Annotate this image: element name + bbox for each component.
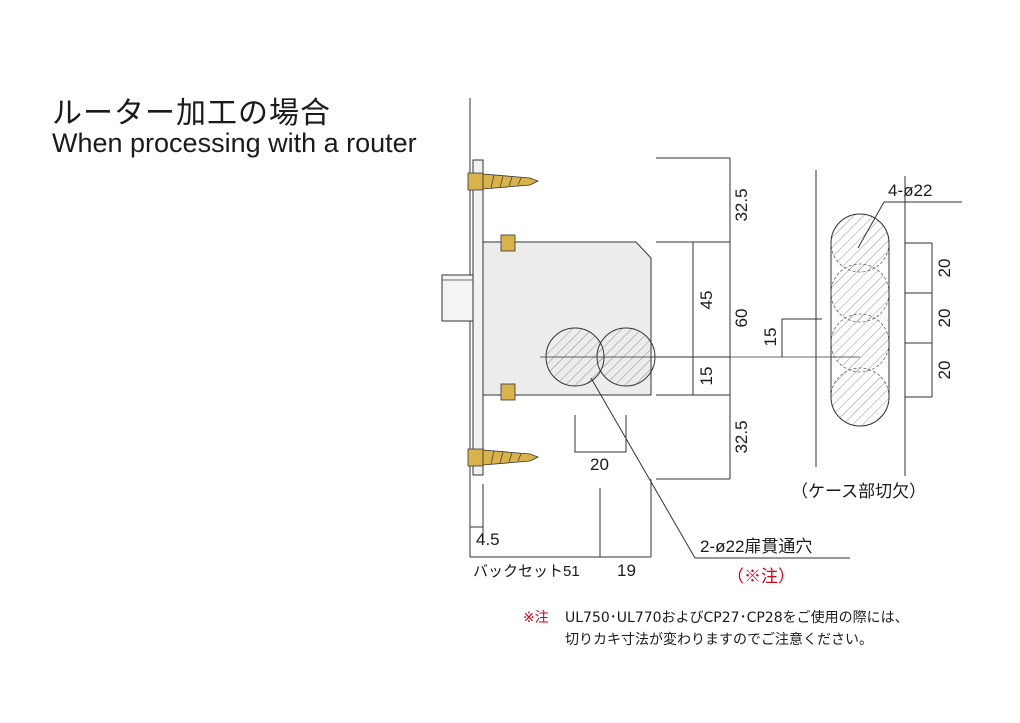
title-japanese: ルーター加工の場合 xyxy=(52,96,331,131)
dim-15-inner: 15 xyxy=(697,367,716,386)
case-dim-20-c: 20 xyxy=(935,361,954,380)
bottom-tab xyxy=(500,383,516,401)
faceplate xyxy=(472,159,484,476)
case-dim-20-a: 20 xyxy=(935,259,954,278)
note-line-2: 切りカキ寸法が変わりますのでご注意ください。 xyxy=(565,632,873,648)
case-holes-leader xyxy=(857,201,885,249)
dim-4-5: 4.5 xyxy=(476,530,500,549)
through-hole-label: 2-ø22扉貫通穴 xyxy=(700,537,812,556)
dim-15-mid-bracket xyxy=(781,318,822,357)
dim-19: 19 xyxy=(617,561,636,580)
dim-15-mid: 15 xyxy=(761,328,780,347)
dim-top-32-5: 32.5 xyxy=(732,188,751,221)
note-line-1: UL750･UL770およびCP27･CP28をご使用の際には、 xyxy=(565,610,909,626)
top-screw xyxy=(467,172,539,191)
case-cutout-holes xyxy=(830,213,890,427)
case-cutout-label: （ケース部切欠） xyxy=(791,482,926,501)
bottom-screw xyxy=(467,448,539,467)
dim-20-holes xyxy=(574,415,627,453)
footnote: ※注 UL750･UL770およびCP27･CP28をご使用の際には、 切りカキ寸… xyxy=(523,607,909,651)
note-mark: ※注 xyxy=(523,610,549,626)
dim-bottom-32-5: 32.5 xyxy=(732,420,751,453)
dim-60: 60 xyxy=(732,309,751,328)
case-holes-label: 4-ø22 xyxy=(888,181,932,200)
case-dim-20-b: 20 xyxy=(935,309,954,328)
through-hole-leader xyxy=(590,377,850,559)
latch-bolt xyxy=(441,274,474,322)
top-tab xyxy=(500,234,516,252)
dim-backset: バックセット51 xyxy=(473,563,580,580)
dim-45: 45 xyxy=(697,291,716,310)
dim-20-holes-label: 20 xyxy=(590,455,609,474)
title-english: When processing with a router xyxy=(52,128,417,158)
note-ref-label: （※注） xyxy=(727,567,795,586)
